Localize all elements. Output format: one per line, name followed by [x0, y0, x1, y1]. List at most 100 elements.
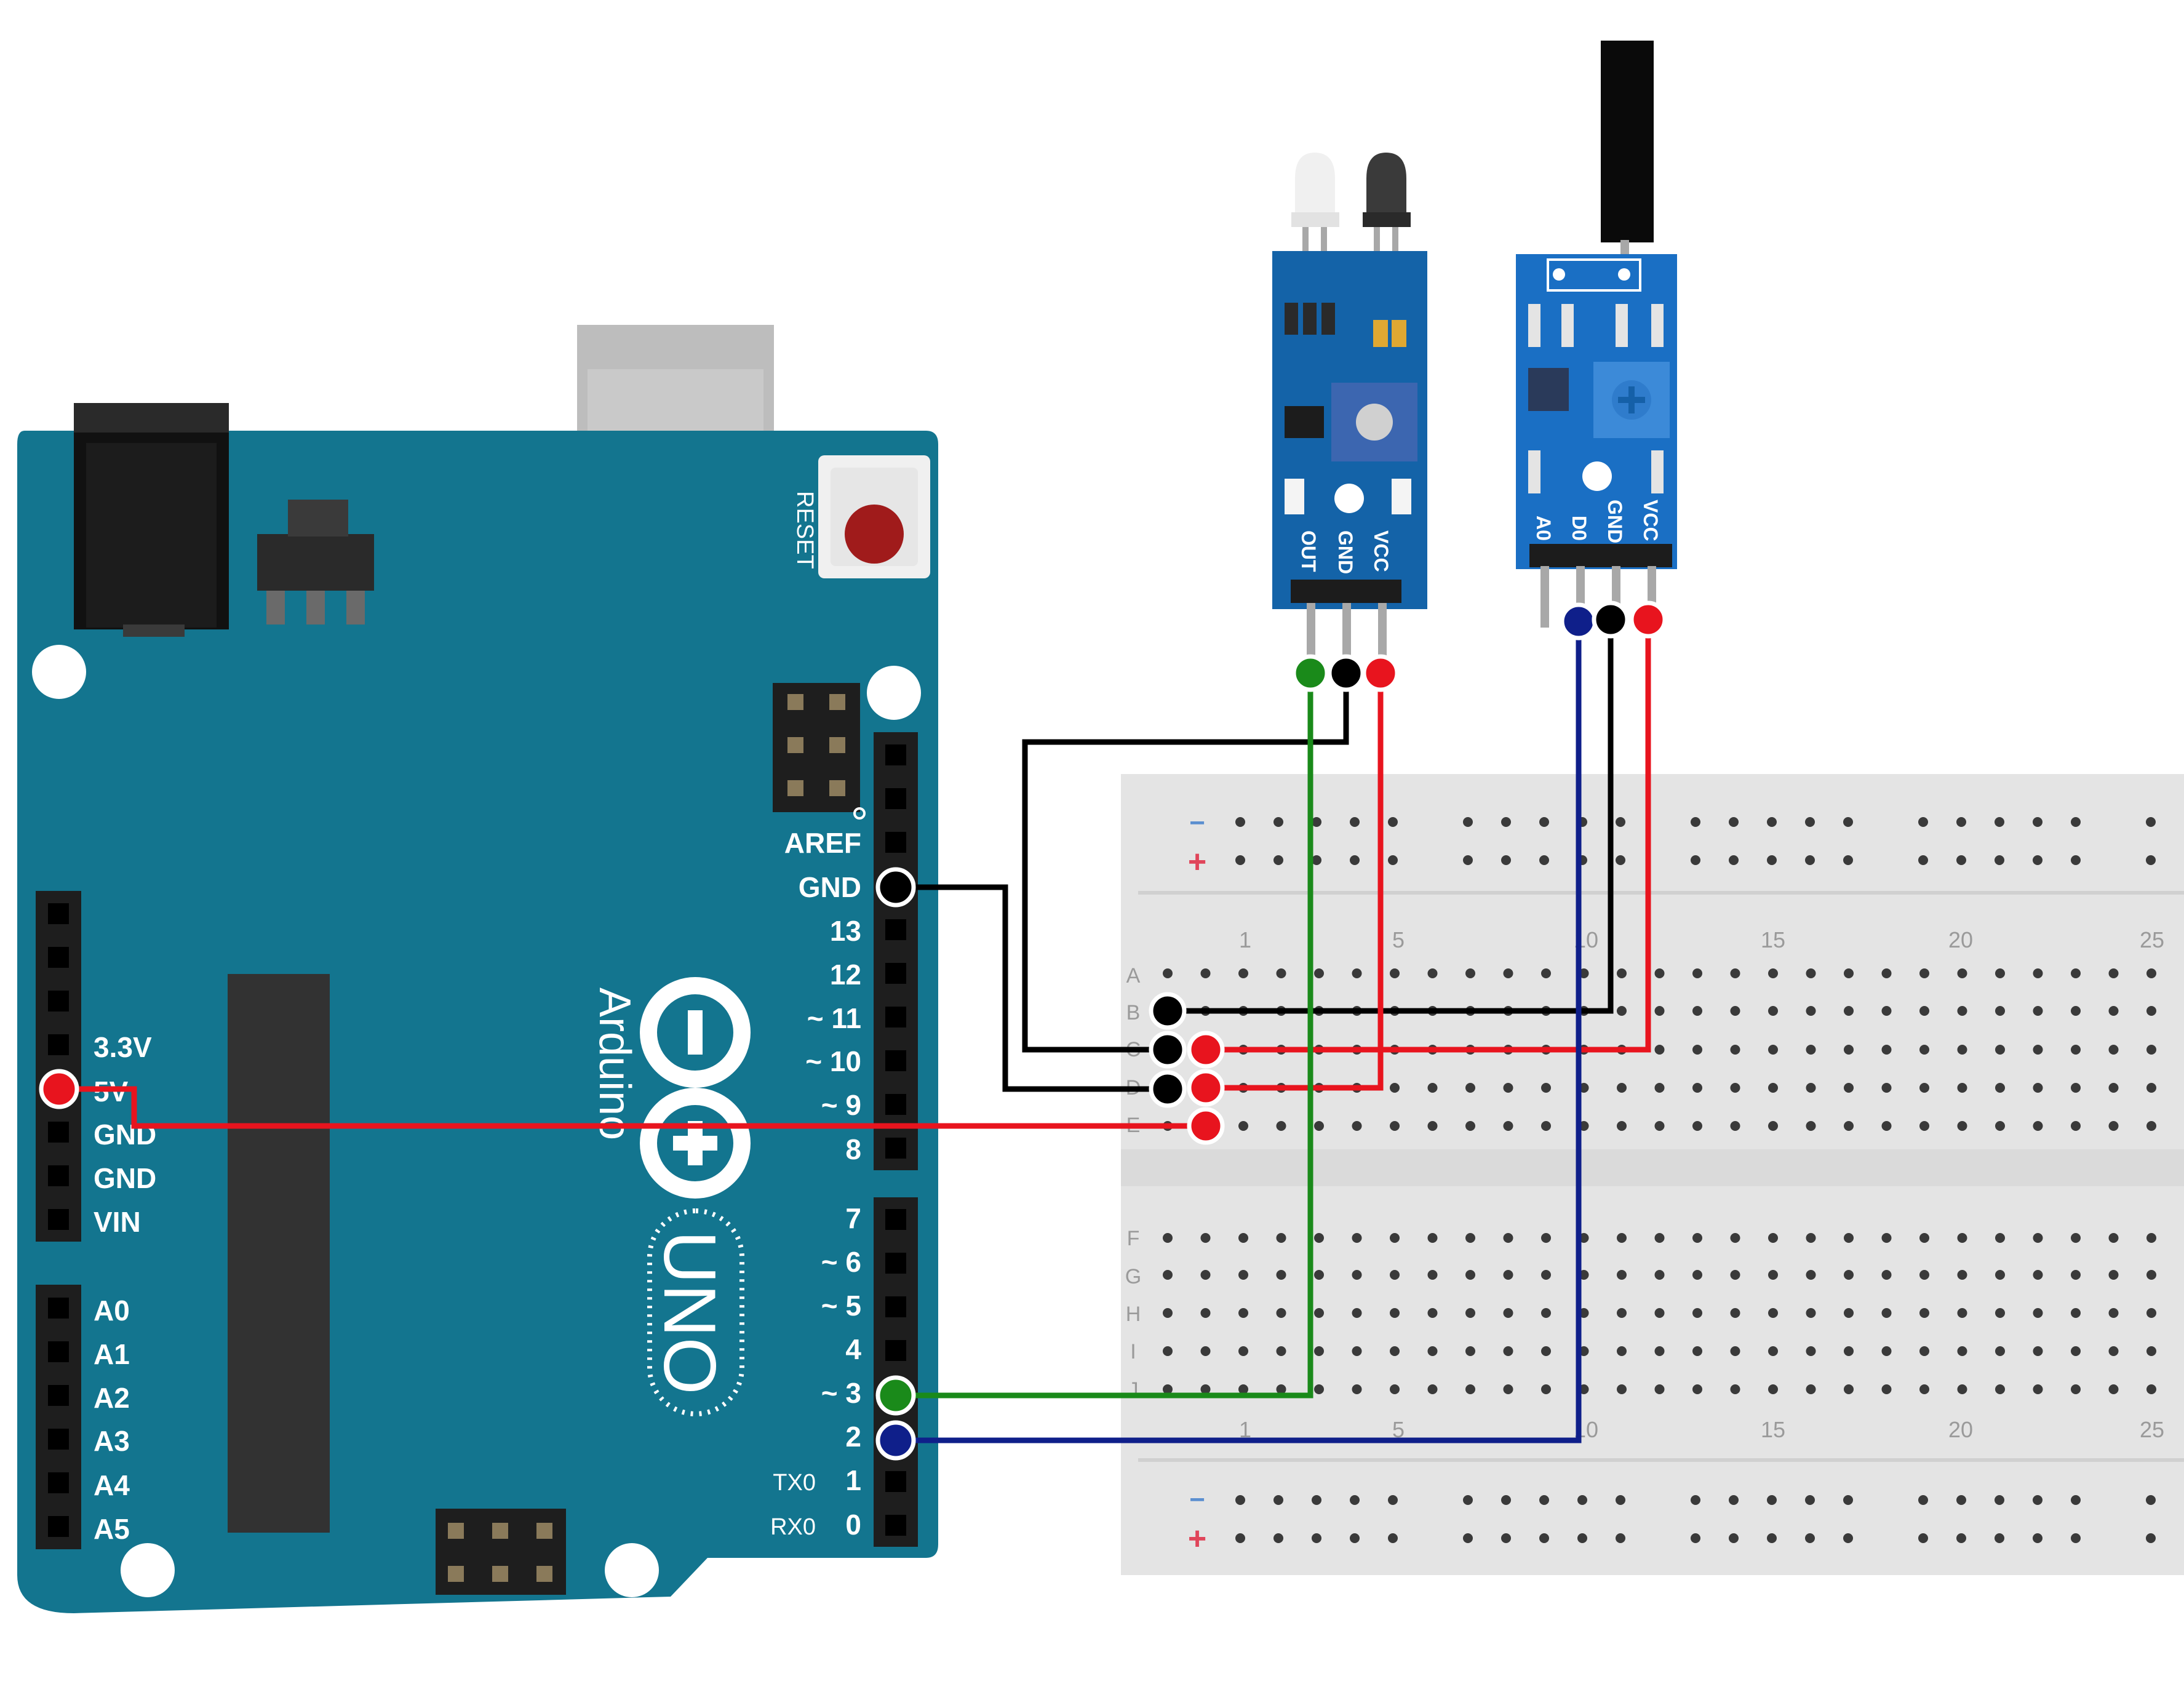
- header-pin-hole[interactable]: [885, 919, 906, 940]
- rail-hole: [1843, 855, 1853, 865]
- endpoint-bb-e2[interactable]: [1187, 1107, 1225, 1145]
- breadboard-hole: [1995, 1083, 2005, 1093]
- endpoint-vibration-vcc[interactable]: [1629, 601, 1667, 639]
- header-pin-hole[interactable]: [48, 1122, 69, 1143]
- vibration-frame-hole-right: [1618, 268, 1630, 281]
- vibration-label-vcc: VCC: [1640, 500, 1662, 541]
- endpoint-arduino-pin-2[interactable]: [875, 1420, 916, 1461]
- voltage-regulator: [257, 534, 374, 591]
- breadboard-hole: [2071, 968, 2081, 978]
- endpoint-arduino-pin-3[interactable]: [875, 1375, 916, 1416]
- power-header: [36, 891, 81, 1242]
- header-pin-hole[interactable]: [885, 1094, 906, 1115]
- breadboard-hole: [1238, 1384, 1248, 1394]
- breadboard-hole: [1314, 1270, 1324, 1280]
- rail-hole: [1539, 817, 1549, 827]
- breadboard-hole: [1163, 1270, 1173, 1280]
- header-pin-hole[interactable]: [885, 1138, 906, 1159]
- rail-hole: [1767, 855, 1777, 865]
- header-pin-hole[interactable]: [885, 744, 906, 765]
- header-pin-hole[interactable]: [885, 832, 906, 853]
- wire-vibration-d0[interactable]: [896, 621, 1582, 1443]
- rail-hole: [1388, 855, 1398, 865]
- wire-arduino-gnd[interactable]: [896, 884, 1168, 1092]
- header-pin-hole[interactable]: [885, 1050, 906, 1071]
- rail-hole: [1539, 855, 1549, 865]
- header-pin-hole[interactable]: [885, 788, 906, 809]
- col-num-bottom-1: 1: [1239, 1417, 1251, 1442]
- breadboard-hole: [1200, 1308, 1211, 1318]
- breadboard-hole: [1957, 1121, 1967, 1131]
- breadboard-hole: [1163, 1384, 1173, 1394]
- header-pin-hole[interactable]: [48, 991, 69, 1012]
- header-pin-hole[interactable]: [48, 903, 69, 924]
- breadboard-hole: [1730, 1083, 1740, 1093]
- reset-button[interactable]: [845, 505, 904, 564]
- rail-hole: [1501, 855, 1511, 865]
- endpoint-bb-d2[interactable]: [1187, 1069, 1225, 1107]
- header-pin-hole[interactable]: [885, 1209, 906, 1230]
- pin-label-1: 1: [845, 1464, 861, 1496]
- endpoint-vibration-gnd[interactable]: [1592, 601, 1630, 639]
- header-pin-hole[interactable]: [48, 1165, 69, 1186]
- endpoint-arduino-5v[interactable]: [39, 1069, 79, 1109]
- endpoint-arduino-gnd[interactable]: [875, 867, 916, 908]
- header-pin-hole[interactable]: [885, 1471, 906, 1492]
- breadboard-hole: [1314, 1233, 1324, 1243]
- breadboard-hole: [1617, 1006, 1627, 1016]
- endpoint-bb-b1[interactable]: [1149, 992, 1187, 1030]
- endpoint-ir-gnd[interactable]: [1327, 654, 1365, 692]
- breadboard-hole: [1768, 1121, 1778, 1131]
- rail-hole: [1350, 1533, 1360, 1543]
- rail-hole: [1350, 855, 1360, 865]
- endpoint-bb-c1[interactable]: [1149, 1031, 1187, 1069]
- endpoint-bb-c2[interactable]: [1187, 1031, 1225, 1069]
- ir-led-indicator-1: [1285, 479, 1304, 514]
- breadboard-hole: [1352, 1233, 1362, 1243]
- ir-potentiometer-knob[interactable]: [1356, 404, 1393, 441]
- breadboard-hole: [1276, 968, 1286, 978]
- breadboard-hole: [1957, 1083, 1967, 1093]
- rail-hole: [1312, 1533, 1321, 1543]
- pin-label-vin: VIN: [94, 1206, 141, 1238]
- header-pin-hole[interactable]: [48, 1385, 69, 1406]
- ir-label-out: OUT: [1297, 530, 1320, 572]
- header-pin-hole[interactable]: [48, 1298, 69, 1319]
- wire-vibration-gnd[interactable]: [1168, 620, 1614, 1014]
- breadboard-hole: [1881, 1384, 1892, 1394]
- breadboard-hole: [2033, 1384, 2043, 1394]
- power-jack-top: [74, 403, 229, 433]
- header-pin-hole[interactable]: [885, 1296, 906, 1317]
- wire-ir-vcc[interactable]: [1206, 673, 1384, 1091]
- header-pin-hole[interactable]: [885, 963, 906, 984]
- endpoint-bb-d1[interactable]: [1149, 1070, 1187, 1108]
- header-pin-hole[interactable]: [48, 1341, 69, 1362]
- rail-hole: [1616, 1533, 1625, 1543]
- header-pin-hole[interactable]: [885, 1515, 906, 1536]
- header-pin-hole[interactable]: [885, 1340, 906, 1361]
- header-pin-hole[interactable]: [48, 1034, 69, 1055]
- header-pin-hole[interactable]: [48, 947, 69, 968]
- ir-emitter-led-base: [1291, 212, 1339, 227]
- wire-vibration-vcc[interactable]: [1206, 620, 1651, 1053]
- breadboard-hole: [1503, 1308, 1513, 1318]
- breadboard-hole: [1163, 1346, 1173, 1356]
- endpoint-ir-vcc[interactable]: [1361, 654, 1400, 692]
- header-pin-hole[interactable]: [885, 1007, 906, 1028]
- endpoint-ir-out[interactable]: [1291, 654, 1329, 692]
- header-pin-hole[interactable]: [885, 1253, 906, 1274]
- endpoint-vibration-d0[interactable]: [1560, 602, 1598, 640]
- breadboard-hole: [1844, 1083, 1854, 1093]
- wire-arduino-5v[interactable]: [59, 1086, 1206, 1129]
- breadboard-hole: [1503, 1083, 1513, 1093]
- header-pin-hole[interactable]: [48, 1516, 69, 1537]
- breadboard-hole: [1314, 968, 1324, 978]
- vibration-pin-header: [1529, 544, 1672, 567]
- header-pin-hole[interactable]: [48, 1429, 69, 1450]
- wire-ir-gnd[interactable]: [1022, 673, 1349, 1053]
- header-pin-hole[interactable]: [48, 1472, 69, 1493]
- breadboard-hole: [1390, 1083, 1400, 1093]
- header-pin-hole[interactable]: [48, 1209, 69, 1230]
- uno-model-text: UNO: [648, 1231, 731, 1395]
- wire-ir-out[interactable]: [896, 673, 1313, 1399]
